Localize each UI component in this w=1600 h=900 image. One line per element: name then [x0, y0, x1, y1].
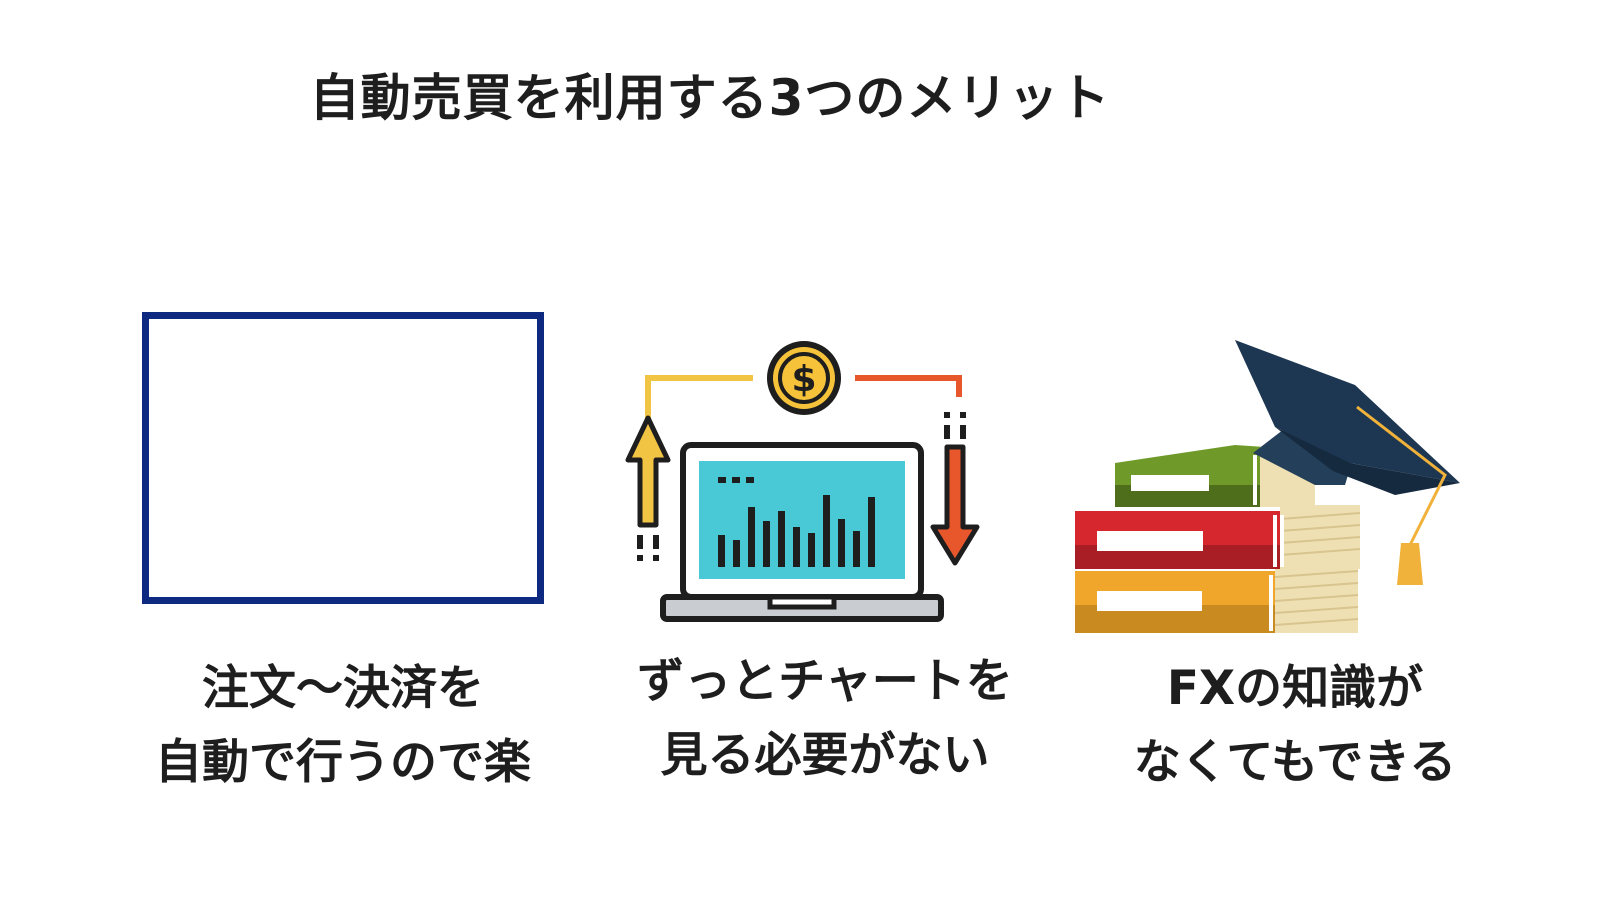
- dollar-coin-icon: $: [767, 341, 841, 415]
- arrow-up-icon: [625, 415, 671, 561]
- laptop-chart-dollar-icon: $: [625, 341, 980, 622]
- image-placeholder-frame: [142, 312, 544, 604]
- graduation-cap-icon: [1235, 340, 1460, 585]
- books-graduation-cap-icon: [1075, 340, 1460, 633]
- merit-2-caption: ずっとチャートを 見る必要がない: [600, 645, 1050, 793]
- merit-3-line-2: なくてもできる: [1133, 735, 1457, 790]
- merit-1-line-1: 注文～決済を: [202, 661, 484, 716]
- svg-text:$: $: [791, 359, 816, 400]
- orange-book-icon: [1075, 565, 1359, 633]
- merit-1-line-2: 自動で行うので楽: [155, 735, 531, 790]
- merit-3-line-1: FXの知識が: [1166, 661, 1424, 716]
- page-title: 自動売買を利用する3つのメリット: [309, 68, 1111, 127]
- laptop-icon: [660, 442, 944, 622]
- merit-3-caption: FXの知識が なくてもできる: [1085, 652, 1505, 800]
- merit-2-line-1: ずっとチャートを: [637, 654, 1013, 709]
- merit-1-caption: 注文～決済を 自動で行うので楽: [100, 652, 586, 800]
- red-book-icon: [1075, 505, 1361, 569]
- arrow-down-icon: [930, 412, 980, 566]
- merit-2-line-2: 見る必要がない: [660, 728, 990, 783]
